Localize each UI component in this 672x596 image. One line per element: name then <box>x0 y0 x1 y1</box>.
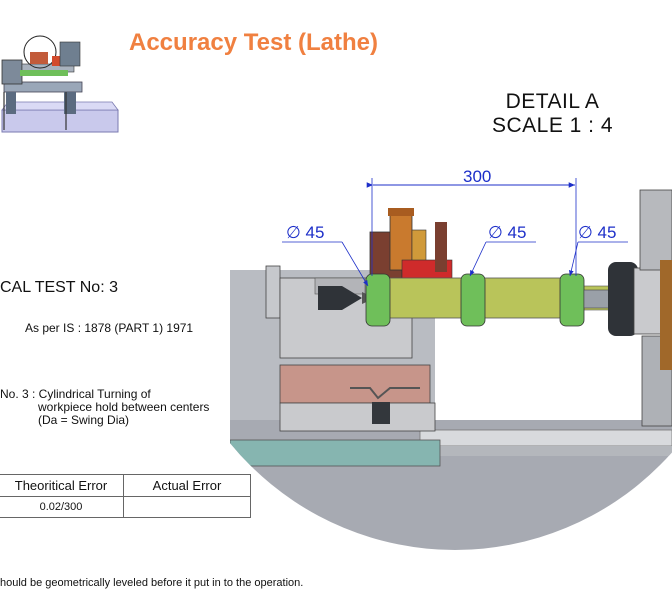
detail-scale: SCALE 1 : 4 <box>491 114 614 137</box>
lathe-thumbnail <box>1 35 119 133</box>
detail-label: DETAIL A SCALE 1 : 4 <box>480 90 625 138</box>
error-table: Theoritical Error Actual Error 0.02/300 <box>0 474 251 518</box>
table-row: 0.02/300 <box>0 496 251 518</box>
actual-error-value <box>123 496 251 518</box>
header-theoretical-error: Theoritical Error <box>0 474 124 497</box>
theoretical-error-value: 0.02/300 <box>0 496 124 518</box>
detail-drawing: 300 ∅ 45 ∅ 45 ∅ 45 <box>230 167 672 550</box>
length-dimension: 300 <box>463 167 491 186</box>
diameter-label-1: ∅ 45 <box>286 223 324 242</box>
diameter-label-2: ∅ 45 <box>488 223 526 242</box>
footer-note: hould be geometrically leveled before it… <box>0 577 304 589</box>
desc-line-3: (Da = Swing Dia) <box>38 413 130 427</box>
desc-line-2: workpiece hold between centers <box>38 400 210 414</box>
page-title: Accuracy Test (Lathe) <box>129 29 378 56</box>
test-number: CAL TEST No: 3 <box>0 279 118 296</box>
detail-name: DETAIL A <box>505 90 600 113</box>
diameter-label-3: ∅ 45 <box>578 223 616 242</box>
desc-line-1: No. 3 : Cylindrical Turning of <box>0 387 151 401</box>
table-header-row: Theoritical Error Actual Error <box>0 474 251 497</box>
test-description: No. 3 : Cylindrical Turning of workpiece… <box>0 388 209 427</box>
standard-reference: As per IS : 1878 (PART 1) 1971 <box>25 321 194 335</box>
